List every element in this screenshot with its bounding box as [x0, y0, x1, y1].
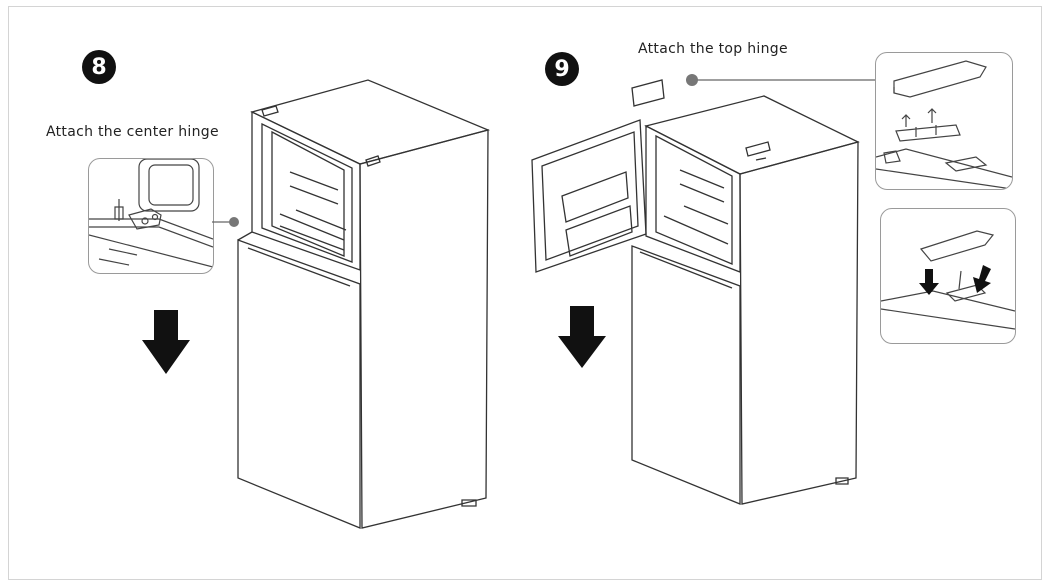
top-hinge-detail-inset: [875, 52, 1013, 190]
step-9-caption: Attach the top hinge: [638, 41, 788, 57]
step-number-badge-9: 9: [545, 52, 579, 86]
refrigerator-step-8: [237, 79, 491, 529]
instruction-panel: [8, 6, 1042, 580]
step-number-8: 8: [91, 54, 107, 80]
hinge-cover-detail-drawing: [881, 230, 1015, 330]
top-hinge-detail-drawing: [876, 60, 1012, 189]
callout-dot-icon: [686, 74, 698, 86]
down-arrow-icon: [142, 310, 190, 374]
down-arrow-icon: [919, 269, 939, 295]
callout-dot-icon: [229, 217, 239, 227]
hinge-cover-detail-inset: [880, 208, 1016, 344]
step-number-9: 9: [554, 56, 570, 82]
refrigerator-step-9: [531, 79, 860, 505]
down-arrow-icon: [558, 306, 606, 368]
down-arrow-icon: [973, 265, 991, 293]
step-8-caption: Attach the center hinge: [46, 124, 219, 140]
center-hinge-detail-inset: [88, 158, 214, 274]
step-number-badge-8: 8: [82, 50, 116, 84]
center-hinge-detail-drawing: [89, 159, 213, 268]
